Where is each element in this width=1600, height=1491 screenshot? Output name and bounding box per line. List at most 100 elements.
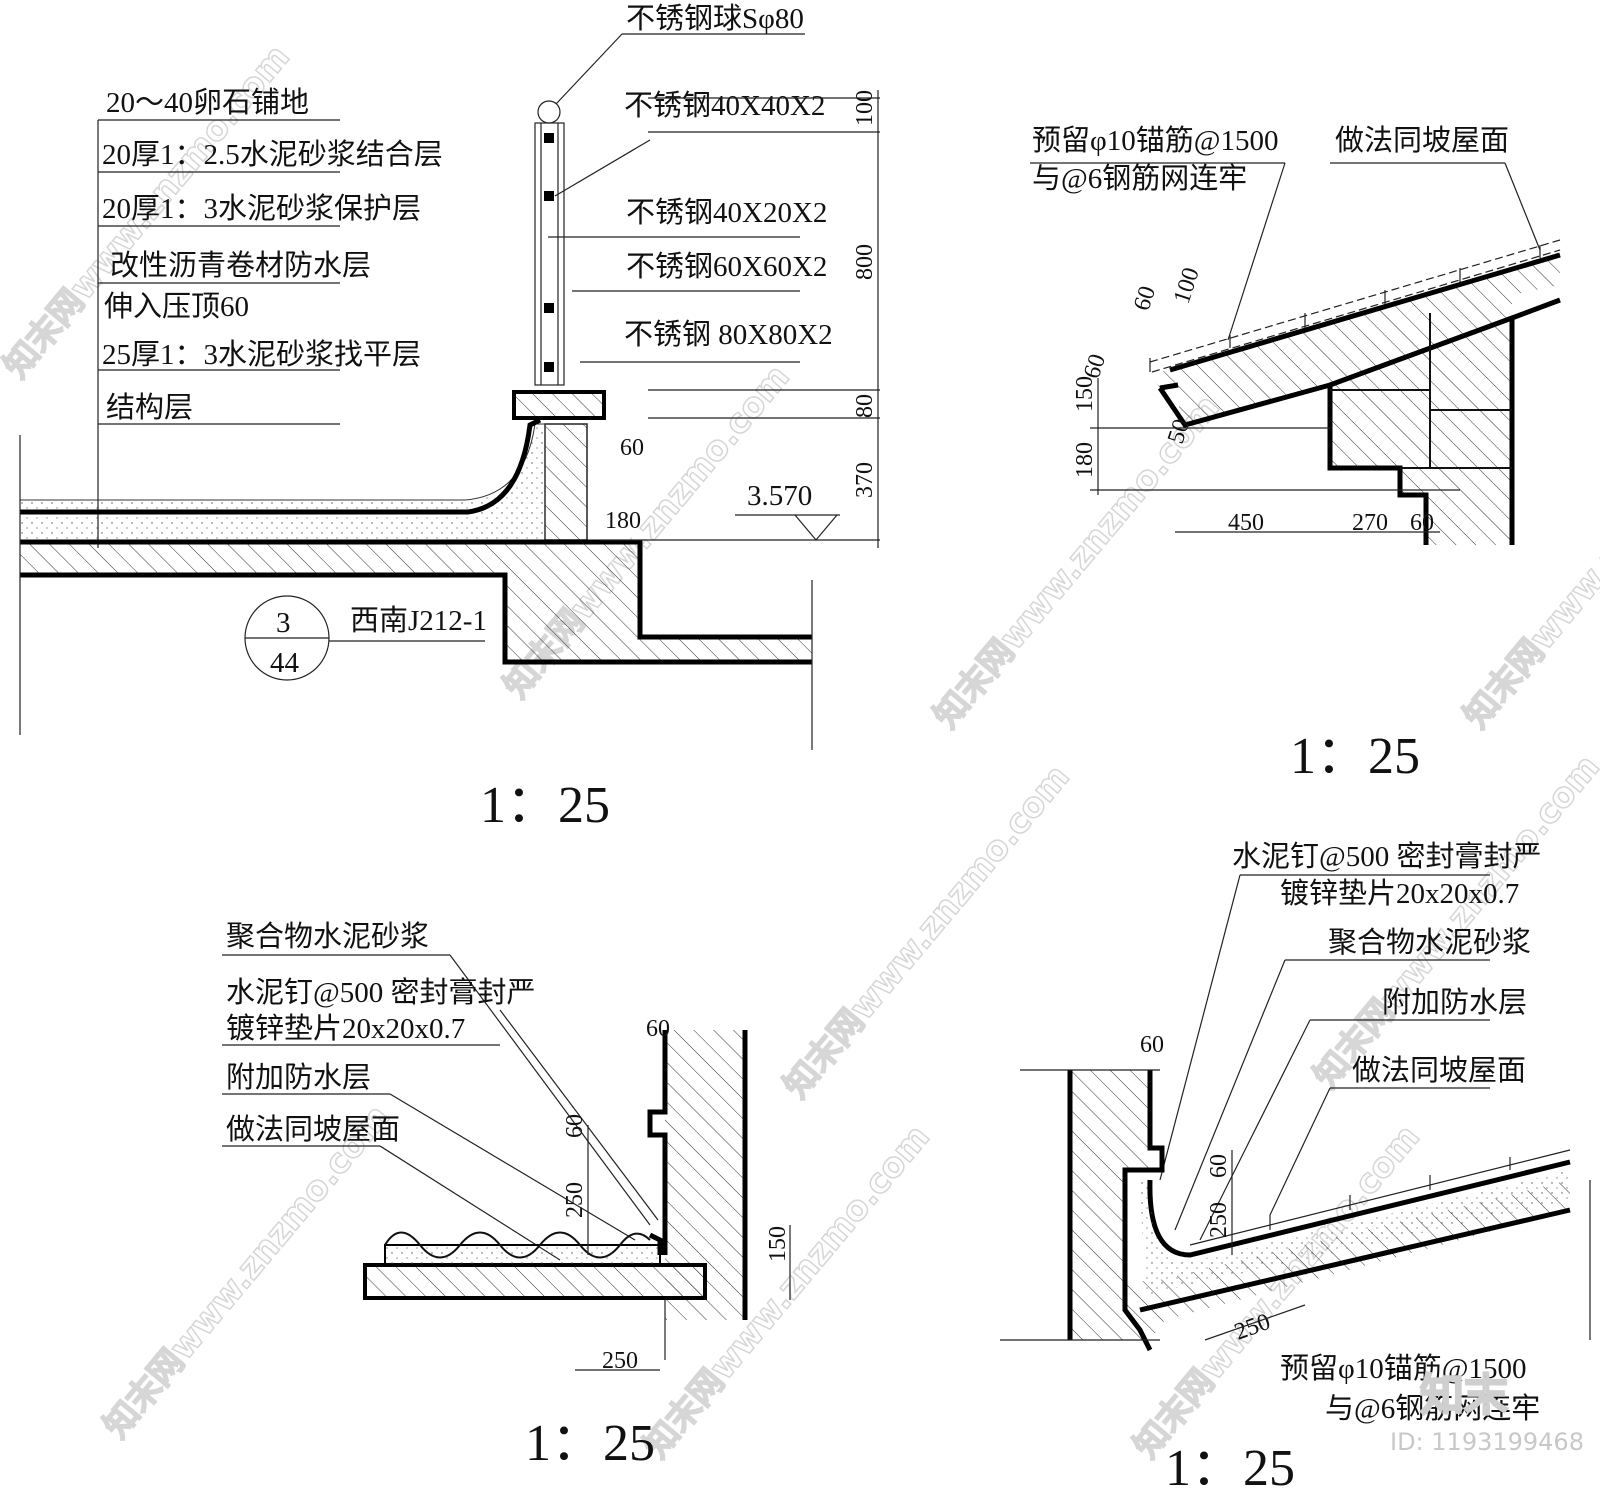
flashing [648,1232,663,1255]
elevation-marker-icon [735,514,840,541]
roof-slab-bottom [1329,297,1561,545]
vertical-dimensions: 100 800 80 370 [600,90,880,548]
scale-label: 1：25 [480,777,610,834]
watermark: 知末网www.znzmo.com [776,757,1078,1106]
callout-label: 不锈钢40X40X2 [624,89,825,122]
wall-face [647,1030,668,1255]
dim-label: 60 [1140,1032,1164,1058]
roof-slab-top [1169,252,1561,373]
detail-gutter-left: 聚合物水泥砂浆 水泥钉@500 密封膏封严 镀锌垫片20x20x0.7 附加防水… [222,920,791,1472]
coping [512,390,606,420]
gutter-outline [1122,1070,1571,1352]
dim-label: 180 [1072,442,1098,478]
ref-code: 西南J212-1 [350,604,487,637]
beam-lines [1330,313,1512,469]
image-id: ID: 1193199468 [1390,1428,1584,1456]
logo-watermark: 知末 [1420,1370,1508,1421]
eave-outline [1157,381,1429,545]
note-label: 预留φ10锚筋@1500 [1280,1352,1526,1385]
tile-layer [1149,239,1561,373]
note-label: 做法同坡屋面 [1335,124,1509,157]
callout-label: 不锈钢球Sφ80 [626,2,804,35]
layer-label: 伸入压顶60 [104,290,249,323]
note-label: 预留φ10锚筋@1500 [1032,124,1278,157]
note-label: 镀锌垫片20x20x0.7 [226,1012,465,1045]
dim-label: 60 [646,1016,670,1042]
note-label: 做法同坡屋面 [1352,1054,1526,1087]
eave-dimensions: 60 100 150 60 50 180 450 270 60 [1072,265,1460,536]
note-label: 与@6钢筋网连牢 [1032,162,1247,195]
dim-label: 370 [852,462,878,498]
dim-label: 100 [852,90,878,126]
waterproof-membrane [20,417,542,515]
scale-label: 1：25 [525,1415,655,1472]
note-label: 聚合物水泥砂浆 [226,920,429,953]
scale-label: 1：25 [1290,728,1420,785]
note-label: 做法同坡屋面 [226,1113,400,1146]
dim-label: 150 [765,1226,791,1262]
callout-label: 不锈钢40X20X2 [626,196,827,229]
dim-label: 180 [605,508,641,534]
callout-label: 不锈钢60X60X2 [626,250,827,283]
note-label: 镀锌垫片20x20x0.7 [1280,877,1519,910]
watermark: 知末网www.znzmo.com [96,1097,398,1446]
gutter-dimensions: 60 60 250 150 250 [562,1016,791,1374]
dim-label: 60 [1410,510,1434,536]
post [534,122,565,386]
bar-square [544,191,554,201]
layer-label: 25厚1：3水泥砂浆找平层 [102,338,421,371]
wall [665,1030,745,1320]
bar-square [544,133,554,143]
note-label: 附加防水层 [1382,986,1527,1019]
dim-label: 60 [1206,1154,1232,1178]
steel-ball [537,100,561,124]
dim-label: 150 [1072,376,1098,412]
dim-label: 60 [562,1114,588,1138]
layer-label: 20厚1：3水泥砂浆保护层 [102,192,421,225]
bar-square [544,303,554,313]
note-label: 水泥钉@500 密封膏封严 [226,976,535,1009]
corrugated-tiles [384,1231,651,1259]
railing-callouts: 不锈钢球Sφ80 不锈钢40X40X2 不锈钢40X20X2 不锈钢60X60X… [548,2,880,419]
note-label: 附加防水层 [226,1061,371,1094]
ref-page: 44 [270,647,300,679]
detail-parapet-railing: 20～40卵石铺地 20厚1：2.5水泥砂浆结合层 20厚1：3水泥砂浆保护层 … [19,2,880,834]
dim-label: 60 [620,435,644,461]
bar-square [544,362,554,372]
callout-label: 不锈钢 80X80X2 [624,318,833,351]
dim-label: 60 [1129,283,1161,314]
dim-label: 450 [1228,510,1264,536]
scale-label: 1：25 [1165,1440,1295,1491]
gutter-dimensions: 60 60 250 250 [1140,1032,1306,1346]
ref-number: 3 [276,607,291,639]
slab-bottom-line [20,572,812,665]
structural-slab [20,542,812,662]
layer-label: 改性沥青卷材防水层 [110,249,371,282]
elevation-label: 3.570 [747,480,812,512]
parapet-wall [544,423,588,541]
dim-label: 80 [852,394,878,418]
watermark: 知末网www.znzmo.com [1306,747,1600,1096]
roof-slab [363,1263,707,1300]
tile-joints [1149,245,1541,372]
tile-layer [1189,1149,1571,1246]
slab-top-line [20,539,812,640]
dim-label: 250 [1206,1202,1232,1238]
detail-eave: 预留φ10锚筋@1500 与@6钢筋网连牢 做法同坡屋面 60 100 150 … [1030,124,1561,785]
layer-label: 结构层 [106,391,193,424]
dim-label: 250 [562,1182,588,1218]
dim-label: 800 [852,244,878,280]
detail-gutter-right: 水泥钉@500 密封膏封严 镀锌垫片20x20x0.7 聚合物水泥砂浆 附加防水… [1000,840,1591,1491]
layer-label: 20厚1：2.5水泥砂浆结合层 [102,138,443,171]
dim-label: 270 [1352,510,1388,536]
detail-reference-symbol: 3 44 西南J212-1 [244,595,487,681]
note-label: 与@6钢筋网连牢 [1325,1392,1540,1425]
mortar-layer [1140,1170,1570,1295]
railing-post [534,100,565,386]
dim-label: 100 [1169,265,1205,307]
note-label: 聚合物水泥砂浆 [1328,926,1531,959]
screed-layer [19,423,546,541]
note-label: 水泥钉@500 密封膏封严 [1232,840,1541,873]
dim-label: 250 [602,1348,638,1374]
